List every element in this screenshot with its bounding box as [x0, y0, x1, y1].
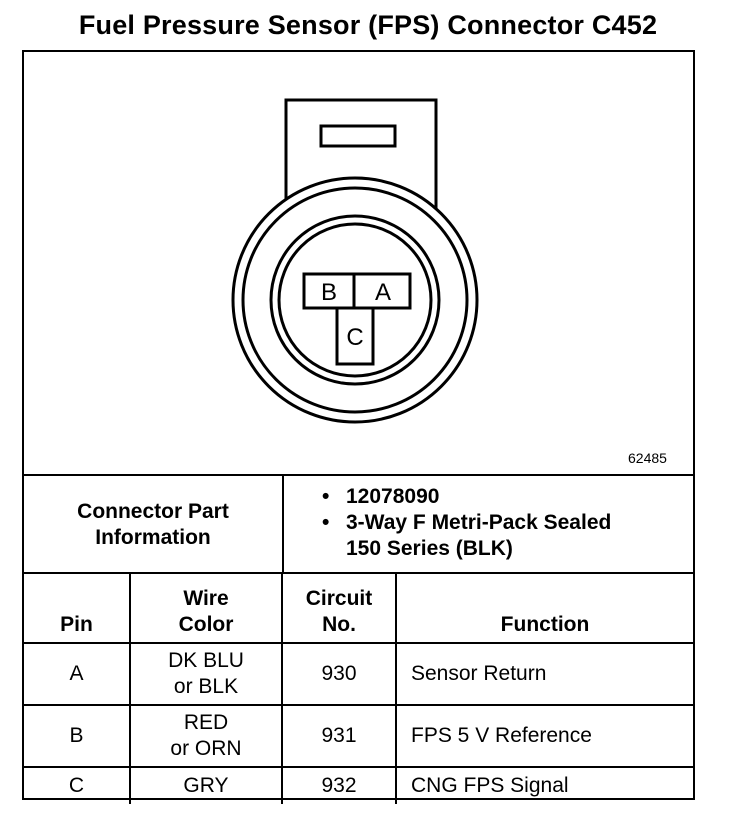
- list-item: •3-Way F Metri-Pack Sealed: [322, 511, 612, 534]
- cell-wire-color-line2: or ORN: [170, 737, 242, 760]
- list-item: 150 Series (BLK): [322, 536, 611, 562]
- part-info-label: Connector Part Information: [24, 476, 284, 574]
- cell-wire-color-line1: DK BLU: [168, 649, 244, 672]
- cell-pin: A: [24, 642, 131, 705]
- terminal-c-cavity: [335, 306, 375, 366]
- pin-label-c: C: [346, 324, 363, 351]
- cell-wire-color: DK BLU or BLK: [130, 642, 283, 705]
- table-row: A DK BLU or BLK 930 Sensor Return: [24, 642, 693, 705]
- header-function: Function: [396, 572, 693, 643]
- connector-part-info: Connector Part Information •12078090 •3-…: [24, 474, 693, 574]
- table-row: B RED or ORN 931 FPS 5 V Reference: [24, 704, 693, 767]
- cell-function: FPS 5 V Reference: [396, 704, 693, 767]
- pin-label-b: B: [321, 279, 337, 306]
- cell-circuit: 932: [282, 766, 397, 804]
- page-title: Fuel Pressure Sensor (FPS) Connector C45…: [78, 10, 658, 40]
- header-circuit: Circuit No.: [282, 572, 397, 643]
- connector-drawing: B A C: [231, 98, 479, 424]
- drawing-number: 62485: [628, 450, 667, 466]
- cell-wire-color-line2: or BLK: [173, 675, 239, 698]
- connector-type-line2: 150 Series (BLK): [346, 537, 513, 560]
- terminal-a-cavity: [352, 272, 412, 310]
- list-item: •12078090: [322, 485, 440, 508]
- cell-wire-color: GRY: [130, 766, 283, 804]
- cell-circuit: 931: [282, 704, 397, 767]
- part-info-label-line1: Connector Part: [77, 500, 229, 523]
- cell-wire-color-line1: RED: [183, 711, 229, 734]
- lock-tab: [284, 98, 438, 264]
- header-pin: Pin: [24, 572, 131, 643]
- table-row: C GRY 932 CNG FPS Signal: [24, 766, 693, 804]
- header-wire-line1: Wire: [183, 587, 229, 610]
- header-wire-color: Wire Color: [130, 572, 283, 643]
- cell-wire-color: RED or ORN: [130, 704, 283, 767]
- cell-function: CNG FPS Signal: [396, 766, 693, 804]
- pin-table: Pin Wire Color Circuit No. Function A DK…: [24, 572, 693, 804]
- part-info-label-line2: Information: [95, 526, 211, 549]
- connector-info-panel: B A C 62485 Connector Part Information •…: [22, 50, 695, 804]
- header-circuit-line2: No.: [322, 613, 356, 636]
- cell-pin: B: [24, 704, 131, 767]
- cell-circuit: 930: [282, 642, 397, 705]
- connector-diagram: B A C 62485: [24, 52, 693, 474]
- part-info-list: •12078090 •3-Way F Metri-Pack Sealed 150…: [322, 484, 611, 562]
- table-header-row: Pin Wire Color Circuit No. Function: [24, 572, 693, 643]
- connector-type-line1: 3-Way F Metri-Pack Sealed: [346, 511, 612, 534]
- lock-tab-slot: [319, 124, 397, 148]
- cell-function: Sensor Return: [396, 642, 693, 705]
- cell-pin: C: [24, 766, 131, 804]
- header-wire-line2: Color: [178, 613, 234, 636]
- pin-label-a: A: [375, 279, 391, 306]
- header-circuit-line1: Circuit: [305, 587, 373, 610]
- part-number: 12078090: [346, 485, 440, 508]
